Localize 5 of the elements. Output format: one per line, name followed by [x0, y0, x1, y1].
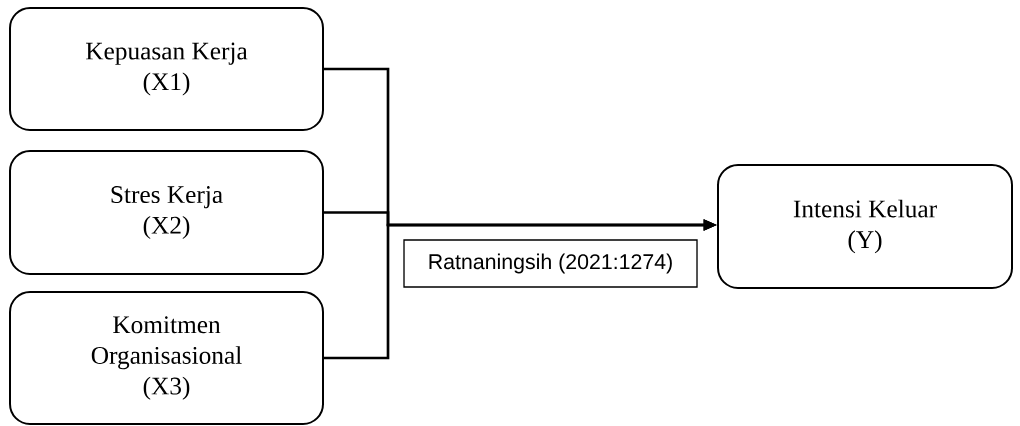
- variable-box: Komitmen Organisasional (X3): [9, 291, 324, 425]
- variable-box: Kepuasan Kerja (X1): [9, 7, 324, 131]
- variable-box: Intensi Keluar (Y): [717, 164, 1013, 289]
- variable-box: Stres Kerja (X2): [9, 150, 324, 275]
- source-box: Ratnaningsih (2021:1274): [403, 239, 698, 288]
